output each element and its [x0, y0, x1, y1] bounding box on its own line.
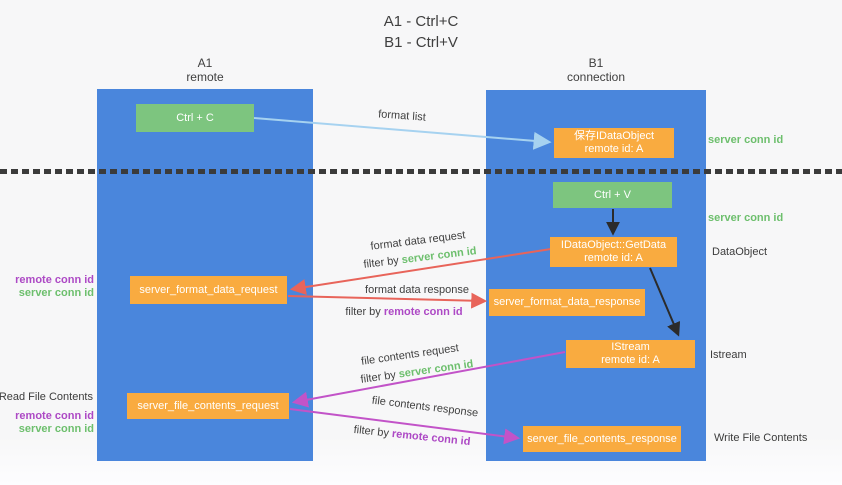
node-getdata: IDataObject::GetData remote id: A — [550, 237, 677, 267]
left-file-ids-label: remote conn id server conn id — [15, 410, 94, 436]
filter-remote-conn-id-text: remote conn id — [391, 427, 471, 449]
node-istream: IStream remote id: A — [566, 340, 695, 368]
filter-by-text: filter by — [362, 254, 400, 271]
lane-b1-subtitle: connection — [566, 70, 626, 84]
diagram-title-line1: A1 - Ctrl+C — [383, 13, 459, 30]
node-server-format-data-response: server_format_data_response — [489, 289, 645, 316]
node-istream-line1: IStream — [611, 341, 650, 353]
node-save-dataobject-line2: remote id: A — [584, 143, 644, 155]
node-server-format-data-request-label: server_format_data_request — [139, 283, 278, 296]
node-ctrl-c: Ctrl + C — [136, 104, 254, 132]
left-file-server-conn-id: server conn id — [18, 423, 94, 435]
write-file-contents-label: Write File Contents — [714, 432, 808, 444]
node-getdata-line1: IDataObject::GetData — [560, 239, 667, 251]
node-save-dataobject: 保存IDataObject remote id: A — [554, 128, 674, 158]
left-format-ids-label: remote conn id server conn id — [15, 274, 94, 300]
filter-by-text: filter by — [359, 369, 397, 386]
filter-remote-conn-id-text: remote conn id — [383, 306, 463, 318]
lane-b1-title: B1 — [588, 56, 604, 70]
server-conn-id-label-paste: server conn id — [708, 212, 784, 224]
server-conn-id-label-save: server conn id — [708, 134, 784, 146]
node-save-dataobject-line1: 保存IDataObject — [573, 130, 655, 142]
node-istream-line2: remote id: A — [601, 354, 660, 366]
node-server-file-contents-response-label: server_file_contents_response — [527, 432, 677, 445]
node-server-file-contents-response: server_file_contents_response — [523, 426, 681, 452]
diagram-title-line2: B1 - Ctrl+V — [384, 34, 458, 51]
left-format-server-conn-id: server conn id — [18, 287, 94, 299]
file-contents-response-label: file contents response — [371, 394, 479, 420]
dataobject-label: DataObject — [712, 246, 768, 258]
node-ctrl-c-label: Ctrl + C — [176, 111, 214, 124]
node-server-format-data-response-label: server_format_data_response — [493, 296, 641, 308]
node-ctrl-v-label: Ctrl + V — [594, 188, 631, 201]
node-ctrl-v: Ctrl + V — [553, 182, 672, 208]
lane-a1-title: A1 — [197, 56, 213, 70]
diagram-title: A1 - Ctrl+C B1 - Ctrl+V — [0, 11, 842, 53]
filter-by-text: filter by — [353, 423, 390, 440]
boundary-dotted-line — [0, 169, 842, 174]
format-list-label: format list — [377, 108, 427, 124]
filter-server-conn-id-text: server conn id — [401, 245, 478, 267]
node-getdata-line2: remote id: A — [584, 252, 643, 264]
lane-b1-header: B1 connection — [486, 56, 706, 84]
node-server-file-contents-request: server_file_contents_request — [127, 393, 289, 419]
format-data-response-label: format data response — [365, 284, 469, 296]
node-server-file-contents-request-label: server_file_contents_request — [137, 399, 279, 412]
filter-server-conn-id-text: server conn id — [397, 358, 475, 381]
read-file-contents-label: Read File Contents — [0, 391, 93, 403]
filter-by-text: filter by — [345, 306, 381, 318]
left-format-remote-conn-id: remote conn id — [15, 274, 94, 286]
lane-a1-subtitle: remote — [186, 70, 224, 84]
format-data-response-arrow — [287, 292, 488, 309]
left-file-remote-conn-id: remote conn id — [15, 410, 94, 422]
istream-label: Istream — [710, 349, 747, 361]
lane-a1-header: A1 remote — [97, 56, 313, 84]
node-server-format-data-request: server_format_data_request — [130, 276, 287, 304]
